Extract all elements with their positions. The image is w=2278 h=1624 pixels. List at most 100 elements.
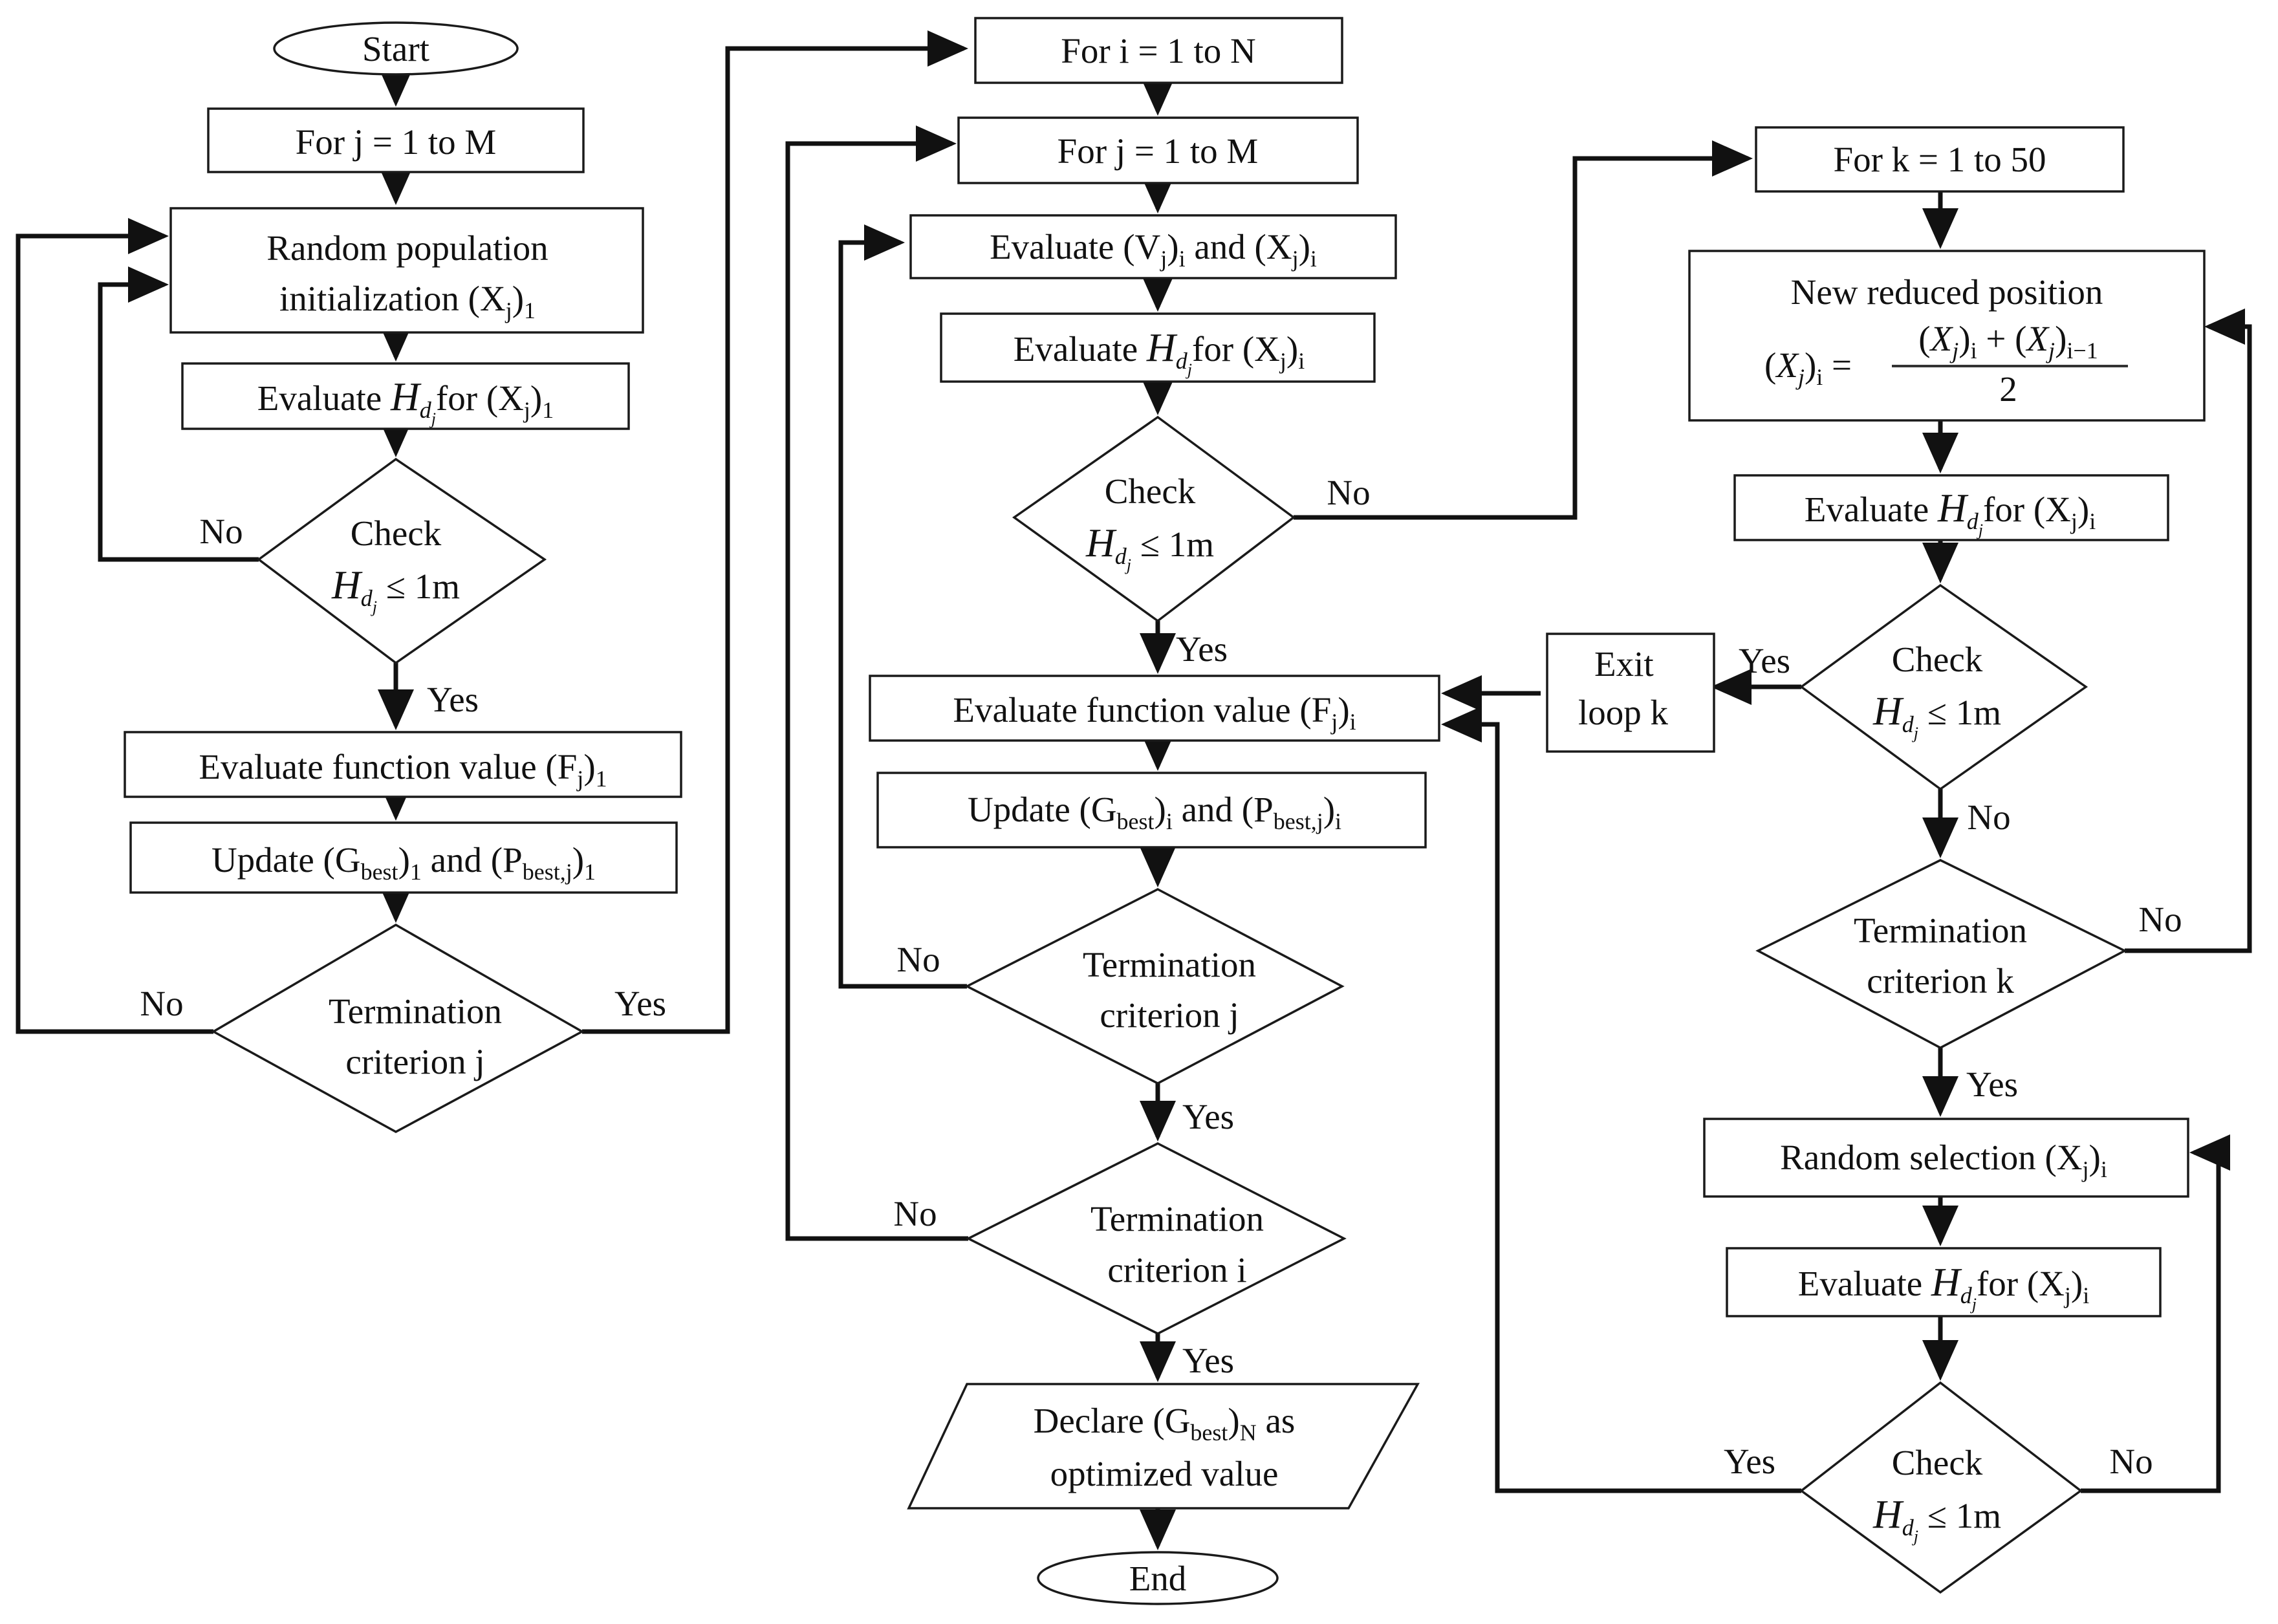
mid-check-yes-label: Yes [1176, 629, 1228, 669]
eval-f2-label: Evaluate function value (Fj)i [953, 690, 1356, 735]
middle-column: For i = 1 to N For j = 1 to M Evaluate (… [869, 17, 1440, 1605]
exit-line2: loop k [1578, 693, 1669, 732]
check4-line1: Check [1892, 1443, 1983, 1482]
right-check2-no-label: No [2109, 1442, 2153, 1481]
connectors [16, 30, 2252, 1550]
eval-h3-label: Evaluate Hdjfor (Xj)i [1805, 486, 2096, 539]
check-line2: Hdj ≤ 1m [331, 563, 460, 616]
new-pos-line1: New reduced position [1791, 272, 2103, 312]
random-sel-label: Random selection (Xj)i [1780, 1138, 2107, 1182]
eval-f2-box [869, 675, 1440, 742]
left-check-yes-label: Yes [427, 680, 479, 719]
update-label: Update (Gbest)1 and (Pbest,j)1 [212, 840, 596, 885]
term-j-line1: Termination [329, 991, 502, 1031]
check-line1: Check [351, 514, 442, 553]
for-j2-label: For j = 1 to M [1058, 131, 1259, 171]
left-term-yes-label: Yes [614, 984, 666, 1023]
random-sel-box [1703, 1118, 2189, 1198]
term-j2-decision [964, 888, 1345, 1085]
term-i-line2: criterion i [1107, 1250, 1246, 1290]
term-k-line2: criterion k [1867, 961, 2014, 1001]
term-j-decision [211, 923, 585, 1133]
eval-vx-label: Evaluate (Vj)i and (Xj)i [990, 227, 1317, 272]
right-termk-no-label: No [2138, 900, 2182, 939]
check2-line2: Hdj ≤ 1m [1085, 521, 1214, 574]
mid-termj-yes-label: Yes [1182, 1097, 1234, 1136]
eval-f-box [124, 731, 682, 798]
for-j-box [207, 107, 585, 173]
exit-line1: Exit [1594, 644, 1654, 684]
declare-line2: optimized value [1050, 1454, 1279, 1493]
left-term-no-label: No [140, 984, 183, 1023]
arrow-term-no-loop [16, 218, 213, 1034]
arrow-check2-yes-evalf [1441, 706, 1801, 1493]
check4-decision [1799, 1381, 2083, 1594]
new-pos-lhs: (Xj)i = [1764, 345, 1852, 390]
eval-h-box [181, 362, 630, 430]
check4-line2: Hdj ≤ 1m [1872, 1493, 2001, 1546]
for-k-box [1755, 126, 2125, 193]
check2-decision [1012, 415, 1296, 623]
init-line1: Random population [266, 228, 548, 268]
eval-h3-box [1733, 474, 2169, 541]
arrow-termk-no-loop [2125, 309, 2252, 953]
init-line2: initialization (Xj)1 [279, 279, 536, 323]
right-termk-yes-label: Yes [1966, 1065, 2018, 1104]
eval-vx-box [909, 214, 1397, 279]
update2-label: Update (Gbest)i and (Pbest,j)i [968, 790, 1341, 834]
for-i-label: For i = 1 to N [1061, 31, 1255, 70]
declare-line1: Declare (Gbest)N as [1034, 1401, 1296, 1445]
eval-h-label: Evaluate Hdjfor (Xj)1 [257, 375, 554, 428]
start-terminal [273, 21, 519, 76]
mid-termi-no-label: No [893, 1194, 937, 1233]
right-check1-no-label: No [1967, 797, 2010, 837]
for-j2-box [957, 116, 1359, 184]
arrow-check-no-loop [98, 266, 259, 562]
right-check1-yes-label: Yes [1739, 641, 1790, 680]
arrow-check-no-fork [1294, 140, 1753, 520]
left-column: Start For j = 1 to M Random population i… [124, 21, 682, 1133]
new-pos-denominator: 2 [1999, 369, 2017, 409]
arrow-termj-no-loop [838, 224, 967, 989]
term-k-line1: Termination [1854, 911, 2027, 950]
right-column: For k = 1 to 50 New reduced position (Xj… [1546, 126, 2206, 1594]
update2-box [876, 772, 1427, 849]
term-k-decision [1755, 859, 2127, 1049]
mid-termj-no-label: No [896, 940, 940, 979]
new-pos-numerator: (Xj)i + (Xj)i−1 [1918, 319, 2098, 363]
eval-h2-label: Evaluate Hdjfor (Xj)i [1014, 326, 1305, 379]
check3-line2: Hdj ≤ 1m [1872, 689, 2001, 742]
arrow-term-yes-next [582, 30, 968, 1034]
term-i-decision [966, 1142, 1347, 1335]
arrow-check2-no-loop [2081, 1134, 2230, 1493]
for-j-label: For j = 1 to M [296, 122, 497, 162]
init-box [169, 207, 644, 334]
check-decision [257, 457, 547, 665]
term-j-line2: criterion j [345, 1042, 484, 1081]
eval-h4-label: Evaluate Hdjfor (Xj)i [1798, 1261, 2089, 1314]
mid-termi-yes-label: Yes [1182, 1341, 1234, 1380]
update-box [129, 821, 678, 894]
start-label: Start [362, 29, 429, 69]
new-pos-box [1688, 250, 2206, 422]
check2-line1: Check [1105, 471, 1196, 511]
end-terminal [1037, 1551, 1279, 1605]
arrow-termi-no-loop [785, 125, 968, 1241]
declare-io [907, 1383, 1420, 1510]
eval-f-label: Evaluate function value (Fj)1 [199, 747, 607, 792]
check3-line1: Check [1892, 640, 1983, 679]
term-j2-line2: criterion j [1100, 995, 1239, 1035]
end-label: End [1129, 1559, 1187, 1598]
for-i-box [974, 17, 1343, 84]
term-j2-line1: Termination [1083, 945, 1256, 984]
eval-h2-box [940, 312, 1376, 383]
for-k-label: For k = 1 to 50 [1834, 140, 2046, 179]
eval-h4-box [1726, 1247, 2162, 1317]
left-check-no-label: No [199, 512, 243, 551]
check3-decision [1799, 583, 2088, 791]
mid-check-no-label: No [1327, 473, 1370, 512]
exit-box [1546, 633, 1715, 753]
right-check2-yes-label: Yes [1724, 1442, 1775, 1481]
